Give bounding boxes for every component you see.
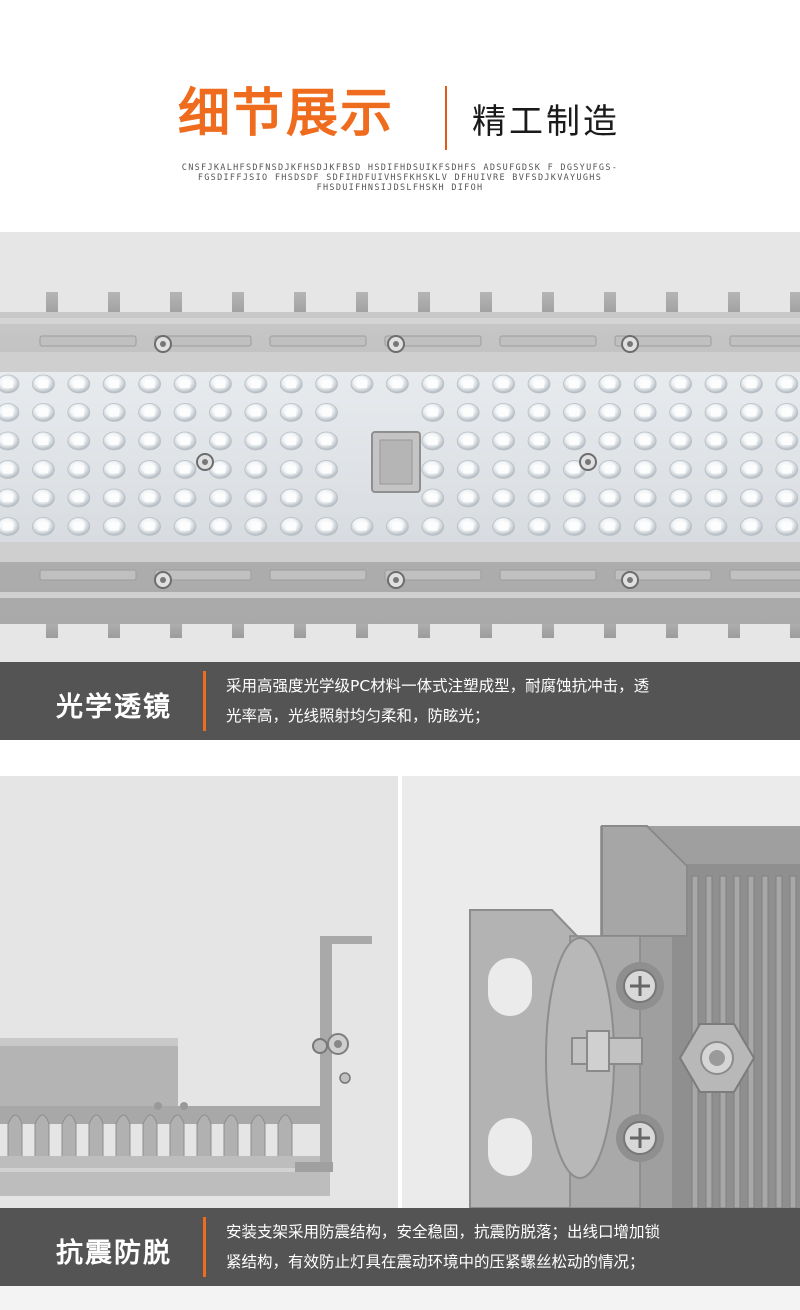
- page-title: 细节展示: [178, 84, 395, 144]
- feature-divider: [203, 671, 206, 731]
- feature-description: 安装支架采用防震结构，安全稳固，抗震防脱落；出线口增加锁 紧结构，有效防止灯具在…: [226, 1217, 660, 1277]
- feature-desc-line-1: 安装支架采用防震结构，安全稳固，抗震防脱落；出线口增加锁: [226, 1223, 661, 1241]
- image-divider: [398, 776, 402, 1208]
- bracket-closeup-illustration: [469, 825, 800, 1208]
- feature-title: 光学透镜: [56, 692, 172, 723]
- tagline-line-1: CNSFJKALHFSDFNSDJKFHSDJKFBSD HSDIFHDSUIK…: [181, 163, 619, 173]
- led-module-illustration: [0, 292, 800, 638]
- feature-bar-optical-lens: 光学透镜 采用高强度光学级PC材料一体式注塑成型，耐腐蚀抗冲击，透 光率高，光线…: [0, 662, 800, 740]
- header: 细节展示 精工制造 CNSFJKALHFSDFNSDJKFHSDJKFBSD H…: [0, 0, 800, 232]
- side-view-image: [0, 776, 398, 1208]
- feature-desc-line-1: 采用高强度光学级PC材料一体式注塑成型，耐腐蚀抗冲击，透: [226, 677, 650, 695]
- tagline: CNSFJKALHFSDFNSDJKFHSDJKFBSD HSDIFHDSUIK…: [160, 163, 640, 193]
- feature-title: 抗震防脱: [56, 1238, 172, 1269]
- page-subtitle: 精工制造: [472, 102, 620, 142]
- feature-desc-line-2: 紧结构，有效防止灯具在震动环境中的压紧螺丝松动的情况；: [226, 1253, 645, 1271]
- tagline-line-3: FHSDUIFHNSIJDSLFHSKH DIFOH: [316, 183, 484, 193]
- feature-desc-line-2: 光率高，光线照射均匀柔和，防眩光；: [226, 707, 490, 725]
- feature-bar-anti-vibration: 抗震防脱 安装支架采用防震结构，安全稳固，抗震防脱落；出线口增加锁 紧结构，有效…: [0, 1208, 800, 1286]
- bracket-closeup-image: [402, 776, 800, 1208]
- bracket-side-illustration: [0, 936, 372, 1196]
- feature-divider: [203, 1217, 206, 1277]
- section-gap: [0, 740, 800, 776]
- tagline-line-2: FGSDIFFJSIO FHSDSDF SDFIHDFUIVHSFKHSKLV …: [197, 173, 603, 183]
- title-divider: [445, 86, 447, 150]
- heatsink-fins-top: [46, 292, 800, 318]
- led-module-image: [0, 232, 800, 665]
- bottom-strip: [0, 1286, 800, 1310]
- feature-description: 采用高强度光学级PC材料一体式注塑成型，耐腐蚀抗冲击，透 光率高，光线照射均匀柔…: [226, 671, 649, 731]
